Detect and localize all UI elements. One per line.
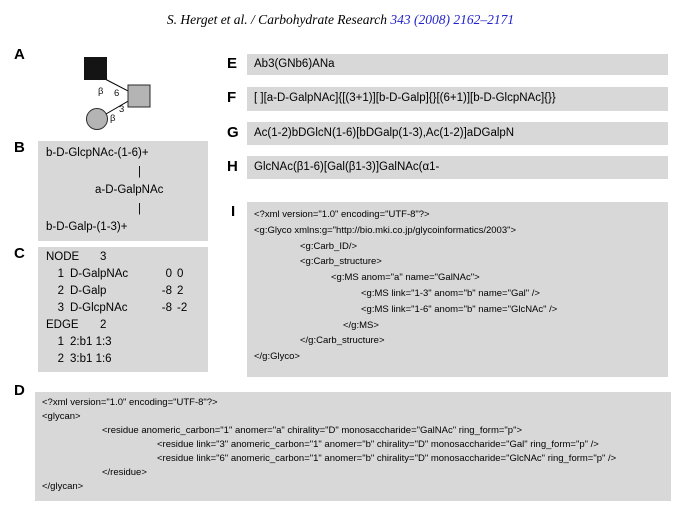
edge-spec: 2:b1 1:3 [70, 336, 112, 348]
residue-name: D-GlcpNAc [70, 302, 128, 314]
panel-e-box: Ab3(GNb6)ANa [247, 54, 668, 75]
residue-name: D-Galp [70, 285, 107, 297]
edge-index: 1 [57, 336, 64, 348]
running-head-text: S. Herget et al. / Carbohydrate Research [166, 12, 388, 27]
xml-line: <?xml version="1.0" encoding="UTF-8"?> [42, 397, 218, 408]
shaded-circle-symbol [86, 108, 108, 130]
kcf-edge-header: EDGE 2 [38, 317, 208, 334]
node-count: 3 [100, 251, 107, 263]
edge-count: 2 [100, 319, 107, 331]
panel-i-box: <?xml version="1.0" encoding="UTF-8"?> <… [247, 202, 668, 377]
xml-line: <g:MS anom="a" name="GalNAc"> [331, 272, 480, 284]
panel-f-box: [ ][a-D-GalpNAc]{[(3+1)][b-D-Galp]{}[(6+… [247, 87, 668, 111]
panel-d-box: <?xml version="1.0" encoding="UTF-8"?> <… [35, 392, 671, 501]
xml-line: <g:MS link="1-6" anom="b" name="GlcNAc" … [361, 303, 558, 315]
edge-index: 2 [57, 353, 64, 365]
linkage-line-upper [104, 78, 131, 93]
xml-line: </glycan> [42, 481, 84, 492]
xml-line: <g:Carb_ID/> [300, 240, 358, 252]
edge-spec: 3:b1 1:6 [70, 353, 112, 365]
xml-line: </g:MS> [343, 319, 379, 331]
panel-c-label: C [14, 245, 25, 262]
node-y: 0 [177, 268, 184, 280]
node-y: 2 [177, 285, 184, 297]
kcf-edge-row: 1 2:b1 1:3 [38, 334, 208, 351]
xml-line: </residue> [102, 467, 147, 478]
kcf-node-row: 2 D-Galp -8 2 [38, 283, 208, 300]
node-x: 0 [165, 268, 172, 280]
panel-a-label: A [14, 46, 25, 63]
filled-square-symbol [84, 57, 107, 80]
node-index: 1 [57, 268, 64, 280]
running-head: S. Herget et al. / Carbohydrate Research… [0, 12, 681, 28]
xml-line: <glycan> [42, 411, 81, 422]
residue-name: D-GalpNAc [70, 268, 129, 280]
shaded-square-symbol [127, 84, 151, 108]
xml-line: <?xml version="1.0" encoding="UTF-8"?> [254, 209, 430, 220]
panel-d-label: D [14, 382, 25, 399]
xml-line: <residue link="6" anomeric_carbon="1" an… [157, 453, 617, 464]
linkage-label-lower-anomer: β [110, 113, 116, 124]
edge-keyword: EDGE [46, 319, 79, 331]
linkage-label-upper-position: 6 [114, 88, 119, 99]
panel-a-glycan-diagram: β 6 β 3 [84, 57, 151, 130]
panel-i-label: I [231, 203, 236, 220]
xml-line: <residue anomeric_carbon="1" anomer="a" … [102, 425, 522, 436]
kcf-node-row: 3 D-GlcpNAc -8 -2 [38, 300, 208, 317]
panel-b-label: B [14, 139, 25, 156]
kcf-edge-row: 2 3:b1 1:6 [38, 351, 208, 368]
linkage-label-upper-anomer: β [98, 86, 104, 97]
node-y: -2 [177, 302, 188, 314]
xml-line: <residue link="3" anomeric_carbon="1" an… [157, 439, 599, 450]
panel-e-sequence: Ab3(GNb6)ANa [254, 57, 335, 70]
xml-line: <g:Carb_structure> [300, 256, 382, 268]
panel-h-sequence: GlcNAc(β1-6)[Gal(β1-3)]GalNAc(α1- [254, 160, 440, 173]
sequence-line: a-D-GalpNAc [95, 184, 164, 196]
node-keyword: NODE [46, 251, 80, 263]
panel-b-box: b-D-GlcpNAc-(1-6)+ | a-D-GalpNAc | b-D-G… [38, 141, 208, 241]
panel-f-label: F [227, 89, 237, 106]
sequence-line: b-D-Galp-(1-3)+ [46, 221, 128, 233]
panel-g-sequence: Ac(1-2)bDGlcN(1-6)[bDGalp(1-3),Ac(1-2)]a… [254, 126, 515, 139]
citation-link[interactable]: 343 (2008) 2162–2171 [390, 12, 515, 27]
linkage-label-lower-position: 3 [119, 104, 124, 115]
node-x: -8 [161, 285, 172, 297]
kcf-node-header: NODE 3 [38, 249, 208, 266]
xml-line: </g:Carb_structure> [300, 335, 385, 347]
panel-e-label: E [227, 55, 238, 72]
node-x: -8 [161, 302, 172, 314]
xml-line: <g:MS link="1-3" anom="b" name="Gal" /> [361, 287, 540, 299]
panel-g-box: Ac(1-2)bDGlcN(1-6)[bDGalp(1-3),Ac(1-2)]a… [247, 122, 668, 145]
branch-pipe: | [138, 165, 141, 178]
node-index: 2 [57, 285, 64, 297]
panel-h-label: H [227, 158, 238, 175]
xml-line: <g:Glyco xmlns:g="http://bio.mki.co.jp/g… [254, 224, 517, 236]
node-index: 3 [57, 302, 64, 314]
panel-f-sequence: [ ][a-D-GalpNAc]{[(3+1)][b-D-Galp]{}[(6+… [254, 92, 556, 105]
panel-h-box: GlcNAc(β1-6)[Gal(β1-3)]GalNAc(α1- [247, 156, 668, 179]
branch-pipe: | [138, 202, 141, 215]
panel-g-label: G [227, 124, 239, 141]
linkage-line-lower [105, 99, 131, 115]
xml-line: </g:Glyco> [254, 351, 300, 363]
sequence-line: b-D-GlcpNAc-(1-6)+ [46, 147, 149, 159]
